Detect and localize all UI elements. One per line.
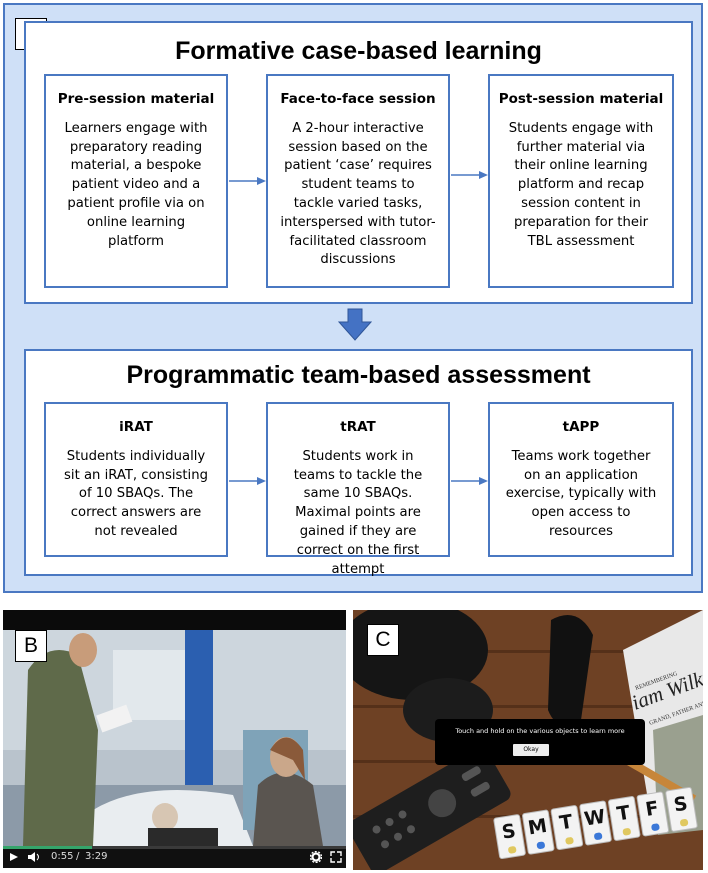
time-separator: / [76, 851, 79, 862]
tapp-title: tAPP [490, 418, 672, 437]
face-to-face-box: Face-to-face session A 2-hour interactiv… [266, 74, 450, 288]
panel-c-interactive-scene: REMEMBERING iam Wilkins GRAND, FATHER AN… [353, 610, 703, 870]
pill-day-0: S [493, 814, 526, 860]
progress-bar[interactable] [3, 846, 346, 849]
progress-fill [3, 846, 92, 849]
post-session-title: Post-session material [490, 90, 672, 109]
pre-session-title: Pre-session material [46, 90, 226, 109]
instruction-popup: Touch and hold on the various objects to… [435, 719, 645, 765]
duration: 3:29 [85, 851, 107, 862]
volume-icon[interactable] [27, 852, 41, 862]
tapp-box: tAPP Teams work together on an applicati… [488, 402, 674, 557]
panel-c-label: C [367, 624, 399, 656]
face-to-face-text: A 2-hour interactive session based on th… [268, 120, 448, 270]
tapp-text: Teams work together on an application ex… [490, 448, 672, 542]
assessment-section: Programmatic team-based assessment iRAT … [24, 349, 693, 576]
okay-button[interactable]: Okay [513, 744, 549, 756]
down-arrow-icon [338, 308, 372, 342]
arrow-right-icon [228, 175, 268, 187]
pill [536, 841, 545, 849]
irat-title: iRAT [46, 418, 226, 437]
fullscreen-icon[interactable] [330, 851, 342, 863]
pill [622, 828, 631, 836]
pill-day-1: M [522, 809, 555, 855]
pill [680, 819, 689, 827]
pill-day-4: T [608, 796, 641, 842]
arrow-right-icon [228, 475, 268, 487]
popup-message: Touch and hold on the various objects to… [435, 727, 645, 735]
trat-title: tRAT [268, 418, 448, 437]
gear-icon[interactable] [310, 851, 322, 863]
arrow-right-icon [450, 475, 490, 487]
formative-section: Formative case-based learning Pre-sessio… [24, 21, 693, 304]
play-icon[interactable] [9, 852, 19, 862]
current-time: 0:55 [51, 851, 73, 862]
video-controls: 0:55 / 3:29 [3, 846, 346, 868]
trat-box: tRAT Students work in teams to tackle th… [266, 402, 450, 557]
pill-day-6: S [665, 787, 698, 833]
video-frame[interactable] [3, 610, 346, 846]
pill [508, 846, 517, 854]
pill-day-3: W [579, 800, 612, 846]
panel-b-video-player: B 0:55 / 3:29 [3, 610, 346, 868]
pill-day-2: T [550, 805, 583, 851]
pill [651, 823, 660, 831]
arrow-right-icon [450, 169, 490, 181]
assessment-title: Programmatic team-based assessment [26, 361, 691, 390]
face-to-face-title: Face-to-face session [268, 90, 448, 109]
pre-session-text: Learners engage with preparatory reading… [46, 120, 226, 252]
panel-a: A Formative case-based learning Pre-sess… [3, 3, 703, 593]
irat-box: iRAT Students individually sit an iRAT, … [44, 402, 228, 557]
trat-text: Students work in teams to tackle the sam… [268, 448, 448, 580]
pre-session-box: Pre-session material Learners engage wit… [44, 74, 228, 288]
irat-text: Students individually sit an iRAT, consi… [46, 448, 226, 542]
pill [594, 832, 603, 840]
formative-title: Formative case-based learning [26, 37, 691, 66]
panel-b-label: B [15, 630, 47, 662]
post-session-box: Post-session material Students engage wi… [488, 74, 674, 288]
post-session-text: Students engage with further material vi… [490, 120, 672, 252]
pill-day-5: F [636, 791, 669, 837]
pill [565, 837, 574, 845]
